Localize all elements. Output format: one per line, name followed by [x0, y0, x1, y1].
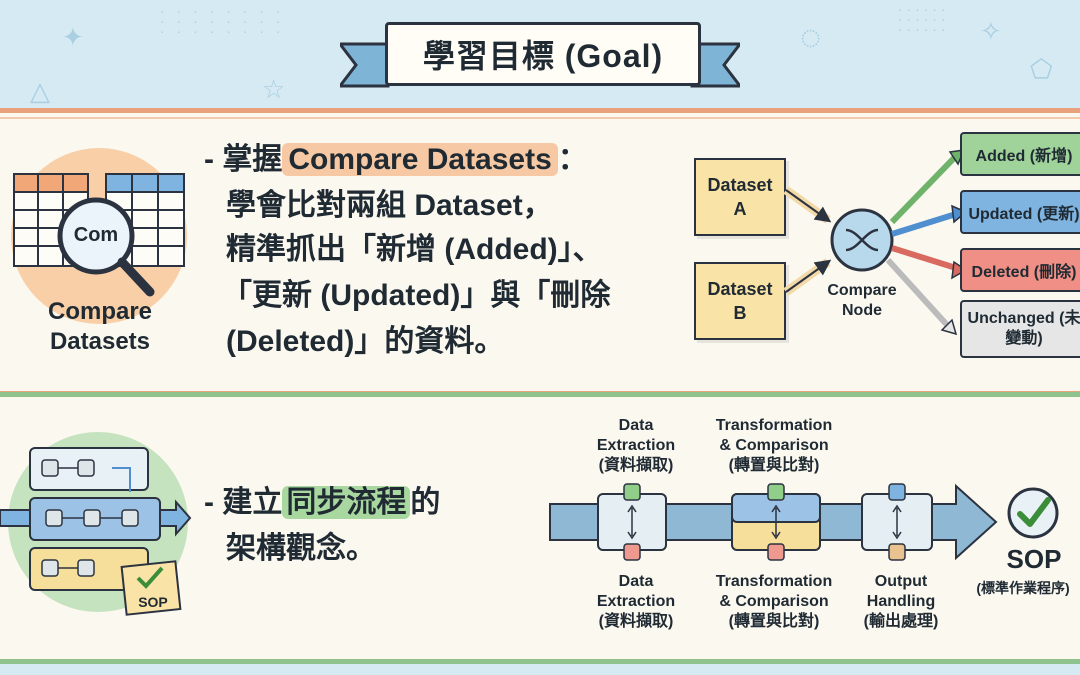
goal1-line2: 學會比對兩組 Dataset，: [226, 189, 553, 222]
output-unchanged: Unchanged (未變動): [960, 300, 1080, 358]
stage-bottom-transformation: Transformation& Comparison(轉置與比對): [715, 573, 833, 630]
stage-top-transformation: Transformation& Comparison(轉置與比對): [715, 417, 833, 474]
output-updated: Updated (更新): [960, 190, 1080, 234]
banner-title: 學習目標 (Goal): [385, 22, 701, 86]
highlight-sync-flow: 同步流程: [282, 486, 411, 519]
goal1-line3: 精準抓出「新增 (Added)」、: [226, 233, 603, 266]
star-icon: ☆: [262, 74, 286, 104]
sop-note-label: SOP: [138, 594, 168, 610]
sop-title: SOP: [1006, 544, 1062, 574]
triangle-icon: △: [30, 76, 50, 106]
highlight-compare-datasets: Compare Datasets: [282, 143, 558, 176]
goal1-line5: (Deleted)」的資料。: [226, 325, 505, 358]
swirl-icon: ◌: [800, 16, 822, 57]
sparkle-icon: ✦: [62, 22, 84, 52]
compare-arrows: [783, 149, 968, 336]
output-added: Added (新增): [960, 132, 1080, 176]
dots-pattern-icon: · · · · · · · ·· · · · · · · ·· · · · · …: [160, 3, 285, 39]
output-deleted: Deleted (刪除): [960, 248, 1080, 292]
compare-datasets-illustration: [11, 148, 187, 324]
sync-pipeline: [549, 483, 998, 561]
sop-subtitle: (標準作業程序): [976, 580, 1070, 596]
goal1-line4: 「更新 (Updated)」與「刪除: [222, 279, 611, 312]
compare-datasets-label: Compare Datasets: [47, 298, 153, 355]
compare-node-label: Compare Node: [827, 282, 897, 319]
check-circle-icon: [1007, 487, 1059, 539]
sync-workflow-illustration: [0, 432, 192, 616]
dataset-a-note: Dataset A: [694, 158, 786, 236]
goal2-line2: 架構觀念。: [226, 532, 376, 565]
hash-icon: · · · · · ·· · · · · ·· · · · · ·: [898, 1, 946, 37]
dataset-b-note: Dataset B: [694, 262, 786, 340]
magnifier-text: Com: [73, 224, 119, 246]
goal2-line1: - 建立同步流程的: [204, 486, 441, 519]
shape-icon: ⬠: [1030, 54, 1053, 84]
sparkle-icon: ✧: [980, 16, 1002, 46]
